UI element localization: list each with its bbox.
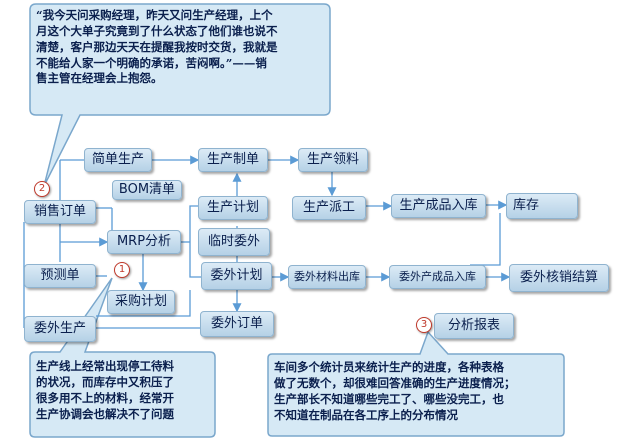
node-outsource-settlement[interactable]: 委外核销结算 — [509, 264, 609, 292]
node-inventory[interactable]: 库存 — [506, 193, 578, 219]
node-simple-production[interactable]: 简单生产 — [84, 148, 152, 172]
node-purchase-plan[interactable]: 采购计划 — [107, 290, 175, 314]
workshop-statistics-quote: 车间多个统计员来统计生产的进度，各种表格 做了无数个，却很难回答准确的生产进度情… — [274, 360, 516, 422]
node-bom[interactable]: BOM清单 — [112, 180, 182, 200]
bottom-right-quote-bubble — [267, 330, 565, 437]
badge-1: 1 — [114, 262, 130, 278]
node-outsource-production[interactable]: 委外生产 — [24, 316, 96, 342]
node-outsource-order[interactable]: 委外订单 — [200, 311, 274, 337]
sales-manager-quote: “我今天问采购经理，昨天又问生产经理，上个 月这个大单子究竟到了什么状态了他们谁… — [36, 8, 278, 86]
node-temp-outsource[interactable]: 临时委外 — [198, 228, 270, 256]
node-analysis-report[interactable]: 分析报表 — [434, 313, 514, 339]
node-outsource-plan[interactable]: 委外计划 — [201, 262, 272, 290]
node-finished-inbound[interactable]: 生产成品入库 — [391, 194, 486, 218]
node-production-order[interactable]: 生产制单 — [198, 148, 268, 172]
node-outsource-material-out[interactable]: 委外材料出库 — [288, 265, 366, 289]
badge-3: 3 — [416, 317, 432, 333]
node-production-dispatch[interactable]: 生产派工 — [292, 196, 366, 220]
bottom-left-quote-bubble — [29, 277, 216, 438]
node-sales-order[interactable]: 销售订单 — [24, 200, 96, 224]
badge-2: 2 — [34, 181, 50, 197]
production-line-quote: 生产线上经常出现停工待料 的状况，而库存中又积压了 很多用不上的材料，经常开 生… — [36, 359, 174, 421]
node-forecast[interactable]: 预测单 — [24, 264, 96, 288]
top-quote-bubble — [29, 3, 331, 187]
node-outsource-finished-in[interactable]: 委外产成品入库 — [389, 265, 486, 289]
node-mrp-analysis[interactable]: MRP分析 — [107, 230, 181, 254]
node-material-pick[interactable]: 生产领料 — [298, 148, 368, 172]
node-production-plan[interactable]: 生产计划 — [198, 196, 268, 220]
